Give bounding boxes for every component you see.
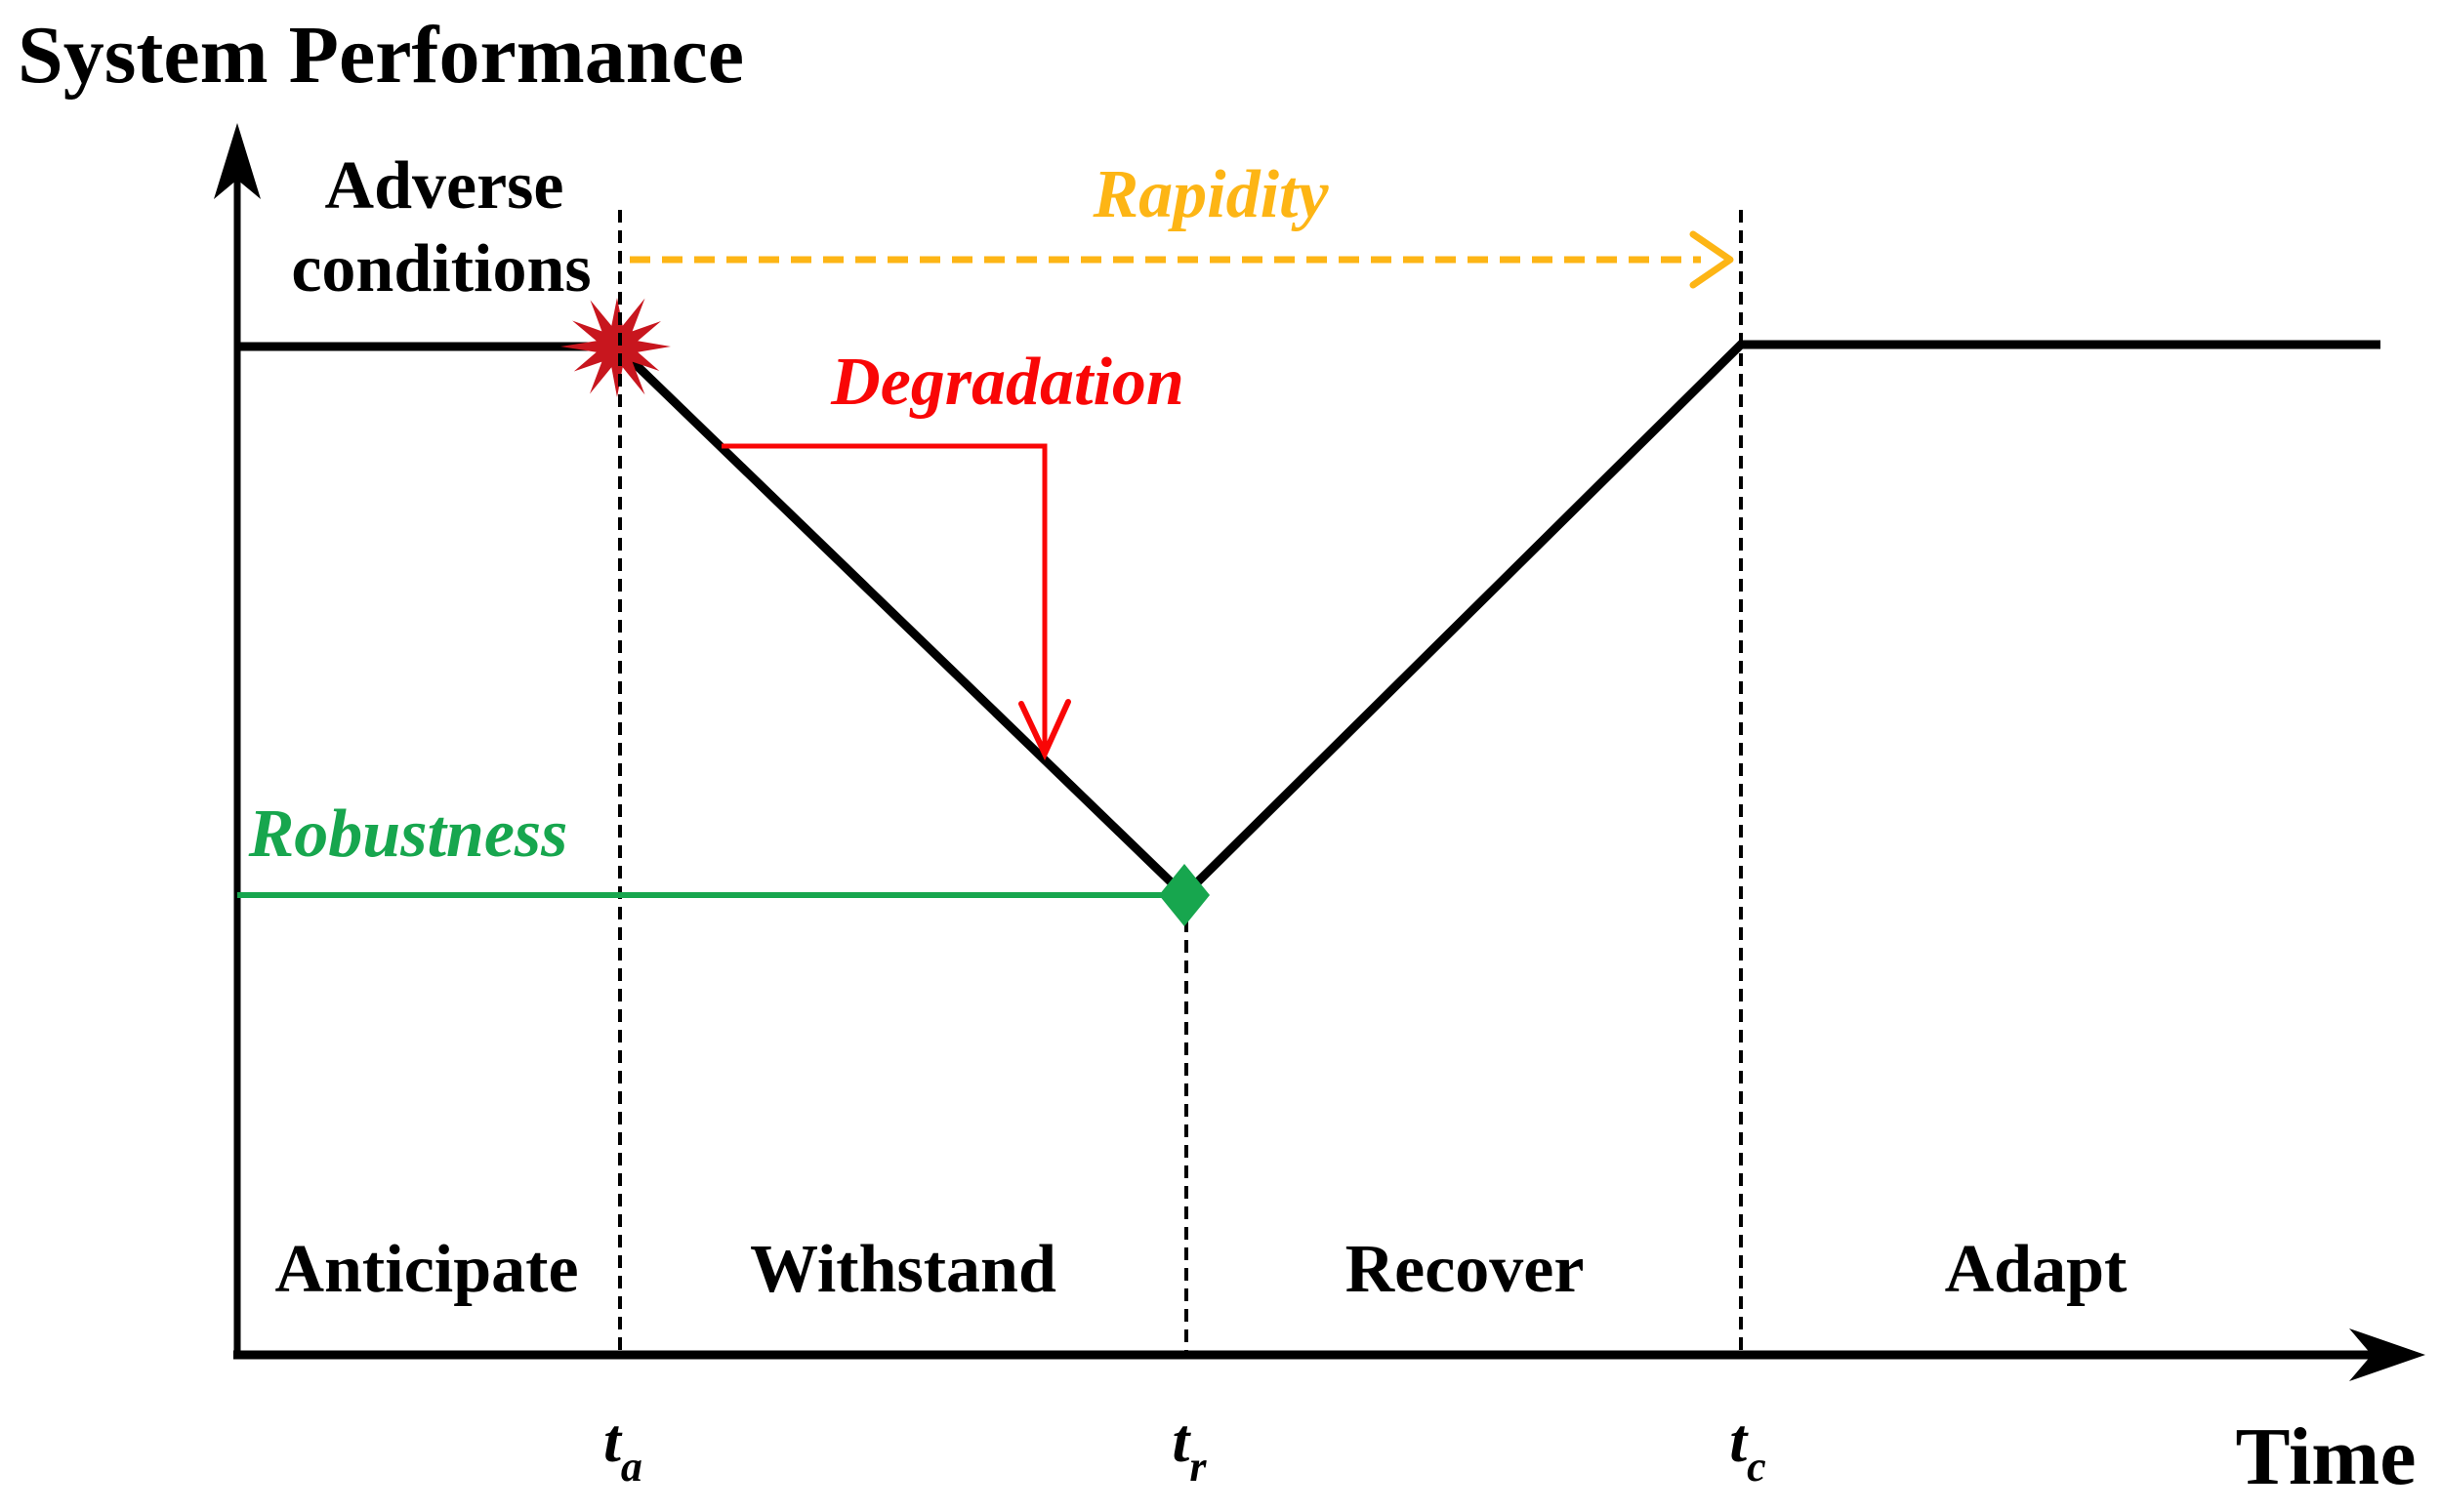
rapidity-arrowhead-icon <box>1689 230 1734 289</box>
robustness-diamond-icon <box>1159 864 1210 926</box>
time-marker-tc-subscript: c <box>1747 1443 1766 1491</box>
degradation-bracket <box>722 443 1048 748</box>
time-marker-ta: ta <box>603 1406 642 1491</box>
time-marker-tr-symbol: t <box>1173 1406 1192 1475</box>
starburst-icon <box>560 298 671 397</box>
time-marker-tc: tc <box>1729 1406 1765 1491</box>
degradation-arrowhead-icon <box>1018 699 1071 761</box>
y-axis-title: System Performance <box>18 10 744 101</box>
time-marker-ta-symbol: t <box>603 1406 623 1475</box>
y-axis-arrowhead-icon <box>214 123 261 199</box>
rapidity-label: Rapidity <box>1092 157 1329 232</box>
phase-label-withstand: Withstand <box>750 1232 1056 1307</box>
adverse-conditions-label-line1: Adverse <box>325 148 564 224</box>
time-marker-tr-subscript: r <box>1189 1443 1207 1491</box>
adverse-conditions-label-line2: conditions <box>291 231 591 306</box>
time-marker-tr: tr <box>1173 1406 1208 1491</box>
robustness-label: Robustness <box>248 797 568 872</box>
phase-label-recover: Recover <box>1345 1232 1585 1307</box>
phase-label-adapt: Adapt <box>1945 1232 2128 1307</box>
time-marker-tc-symbol: t <box>1729 1406 1749 1475</box>
time-marker-ta-subscript: a <box>621 1443 642 1491</box>
x-axis-label-time: Time <box>2235 1411 2416 1502</box>
phase-label-anticipate: Anticipate <box>274 1232 578 1307</box>
degradation-label: Degradation <box>830 345 1184 420</box>
x-axis-arrowhead-icon <box>2349 1328 2425 1381</box>
